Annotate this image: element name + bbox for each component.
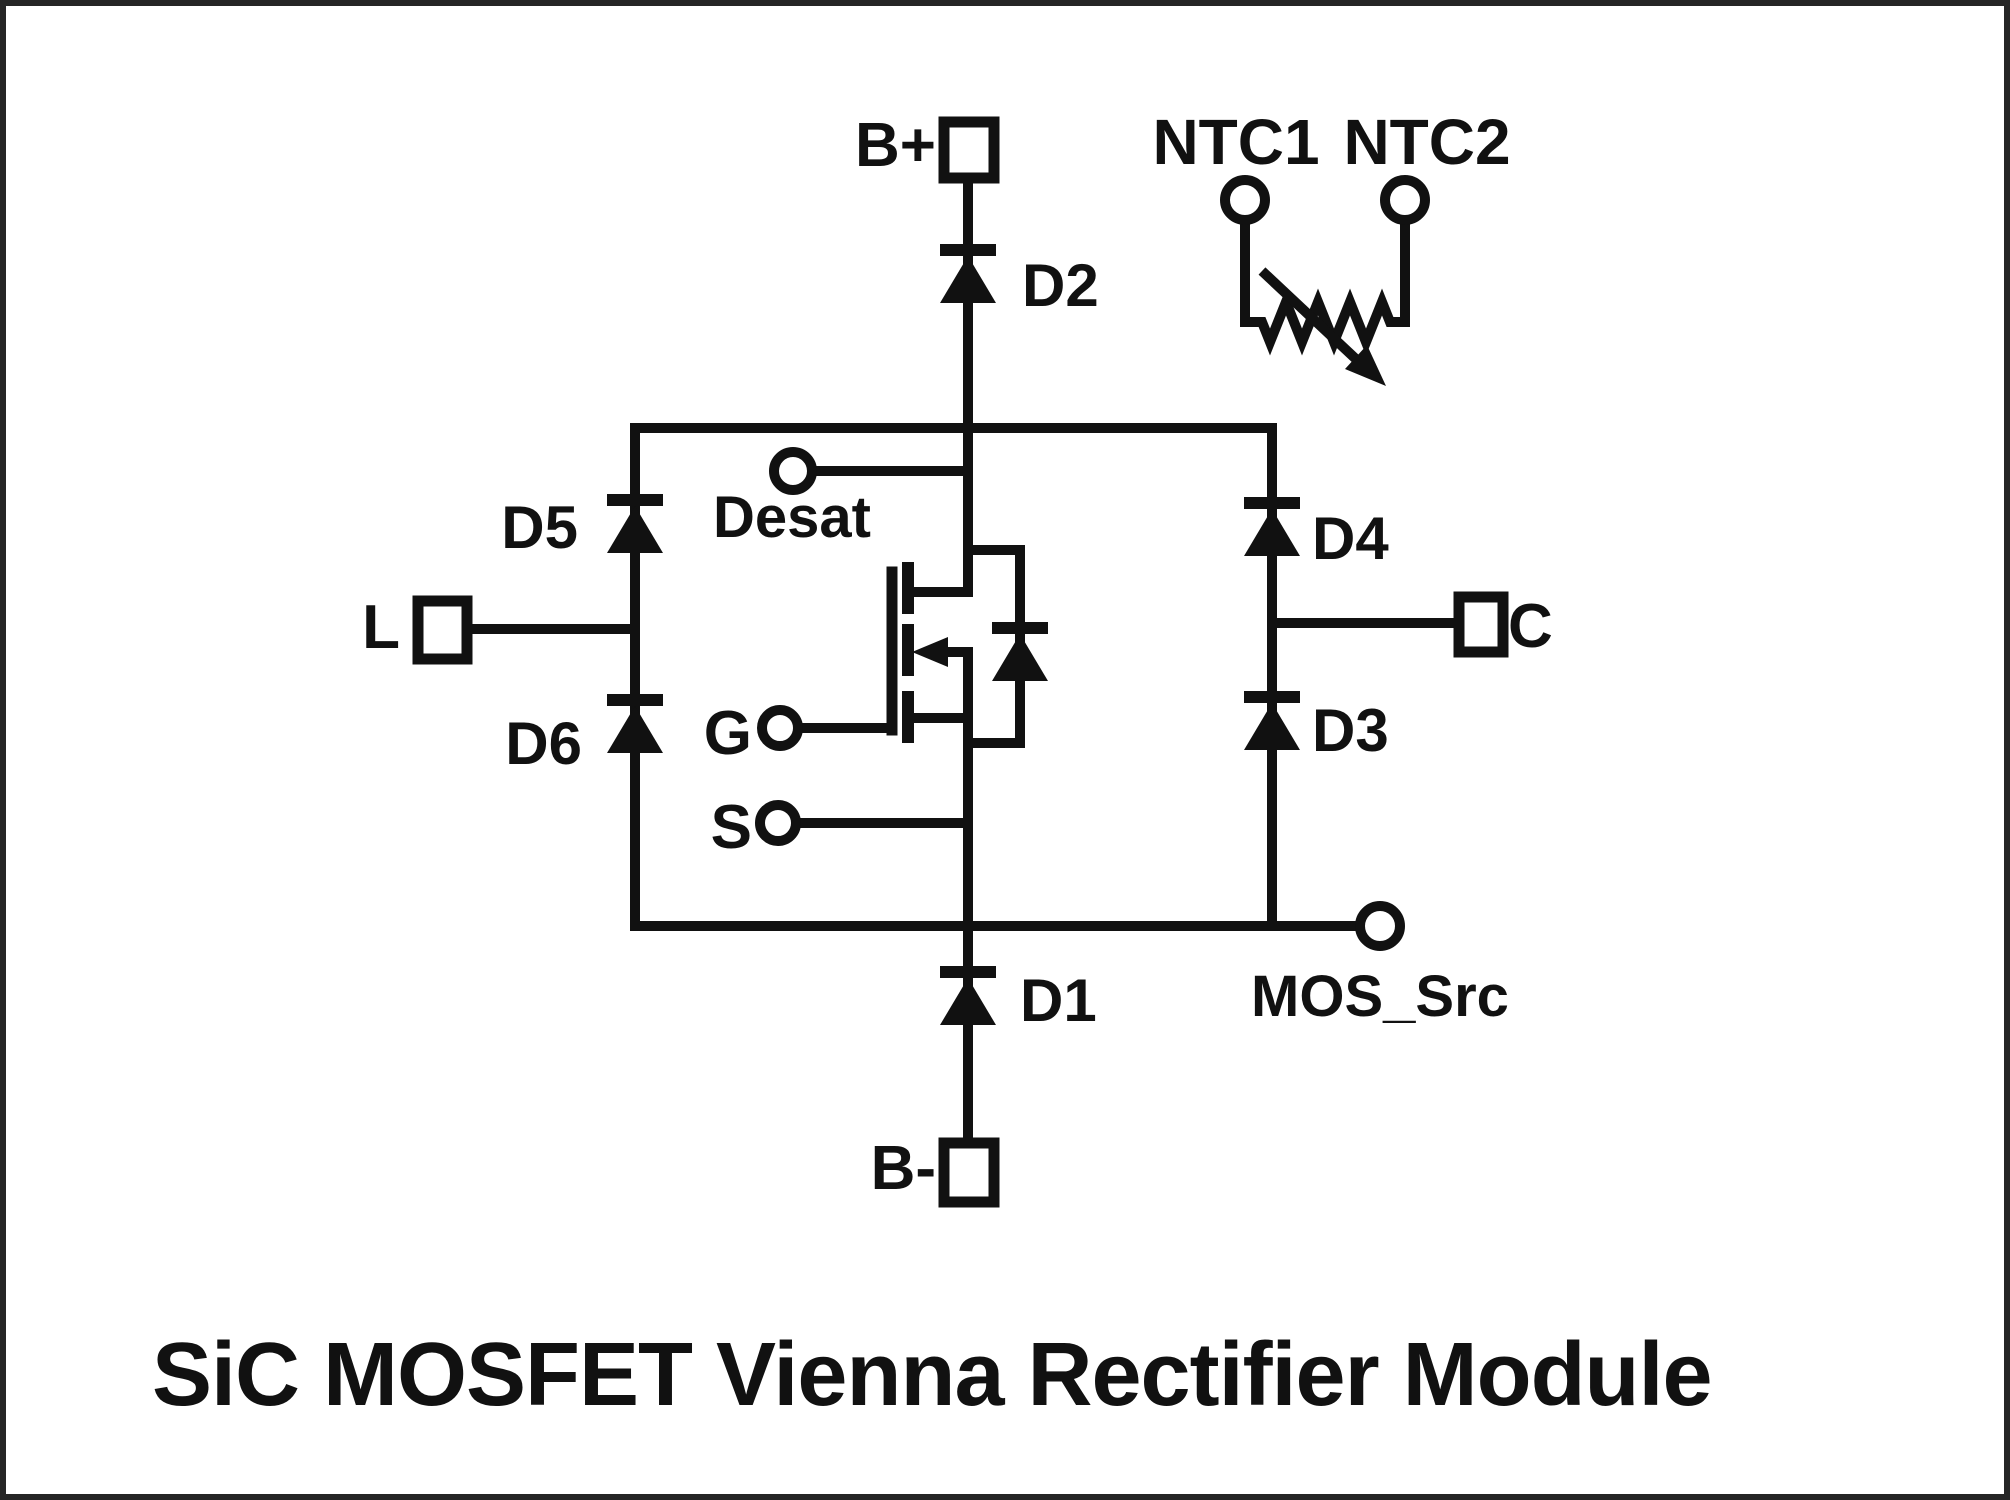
label-d6: D6 xyxy=(505,710,582,777)
diode-d2-symbol xyxy=(940,244,996,303)
terminal-l-pad xyxy=(412,595,473,665)
label-gate: G xyxy=(704,699,752,768)
label-d5: D5 xyxy=(501,494,578,561)
diode-d1-symbol xyxy=(940,966,996,1025)
mosfet-body-arrow xyxy=(912,637,948,667)
label-b-minus: B- xyxy=(871,1134,936,1203)
mosfet-symbol xyxy=(886,562,948,743)
diagram-title: SiC MOSFET Vienna Rectifier Module xyxy=(152,1325,1712,1425)
pin-ntc1-circle xyxy=(1220,175,1270,225)
terminal-b-plus-pad xyxy=(938,116,1000,184)
pin-source-circle xyxy=(755,800,801,846)
label-ntc1: NTC1 xyxy=(1152,106,1319,178)
terminal-c-pad xyxy=(1453,591,1509,658)
label-c: C xyxy=(1508,592,1553,661)
label-mos-src: MOS_Src xyxy=(1251,964,1509,1029)
diode-d6-symbol xyxy=(607,694,663,753)
pin-mos-src-circle xyxy=(1355,901,1405,951)
ntc-arrow-shaft xyxy=(1258,267,1362,365)
label-desat: Desat xyxy=(713,485,871,550)
label-d1: D1 xyxy=(1020,967,1097,1034)
terminal-b-minus-pad xyxy=(938,1137,1000,1208)
ntc-arrowhead xyxy=(1345,345,1386,386)
diode-d5-symbol xyxy=(607,494,663,553)
label-source: S xyxy=(711,793,752,862)
pin-ntc2-circle xyxy=(1380,175,1430,225)
label-d3: D3 xyxy=(1312,697,1389,764)
label-d4: D4 xyxy=(1312,505,1389,572)
ntc-resistor-zigzag xyxy=(1245,288,1405,356)
pin-desat-circle xyxy=(769,447,817,495)
mosfet-body-diode-symbol xyxy=(992,622,1048,681)
label-ntc2: NTC2 xyxy=(1343,106,1510,178)
label-l: L xyxy=(362,593,400,662)
pin-gate-circle xyxy=(757,705,803,751)
label-d2: D2 xyxy=(1022,252,1099,319)
diode-d3-symbol xyxy=(1244,691,1300,750)
label-b-plus: B+ xyxy=(855,111,936,180)
diode-d4-symbol xyxy=(1244,497,1300,556)
